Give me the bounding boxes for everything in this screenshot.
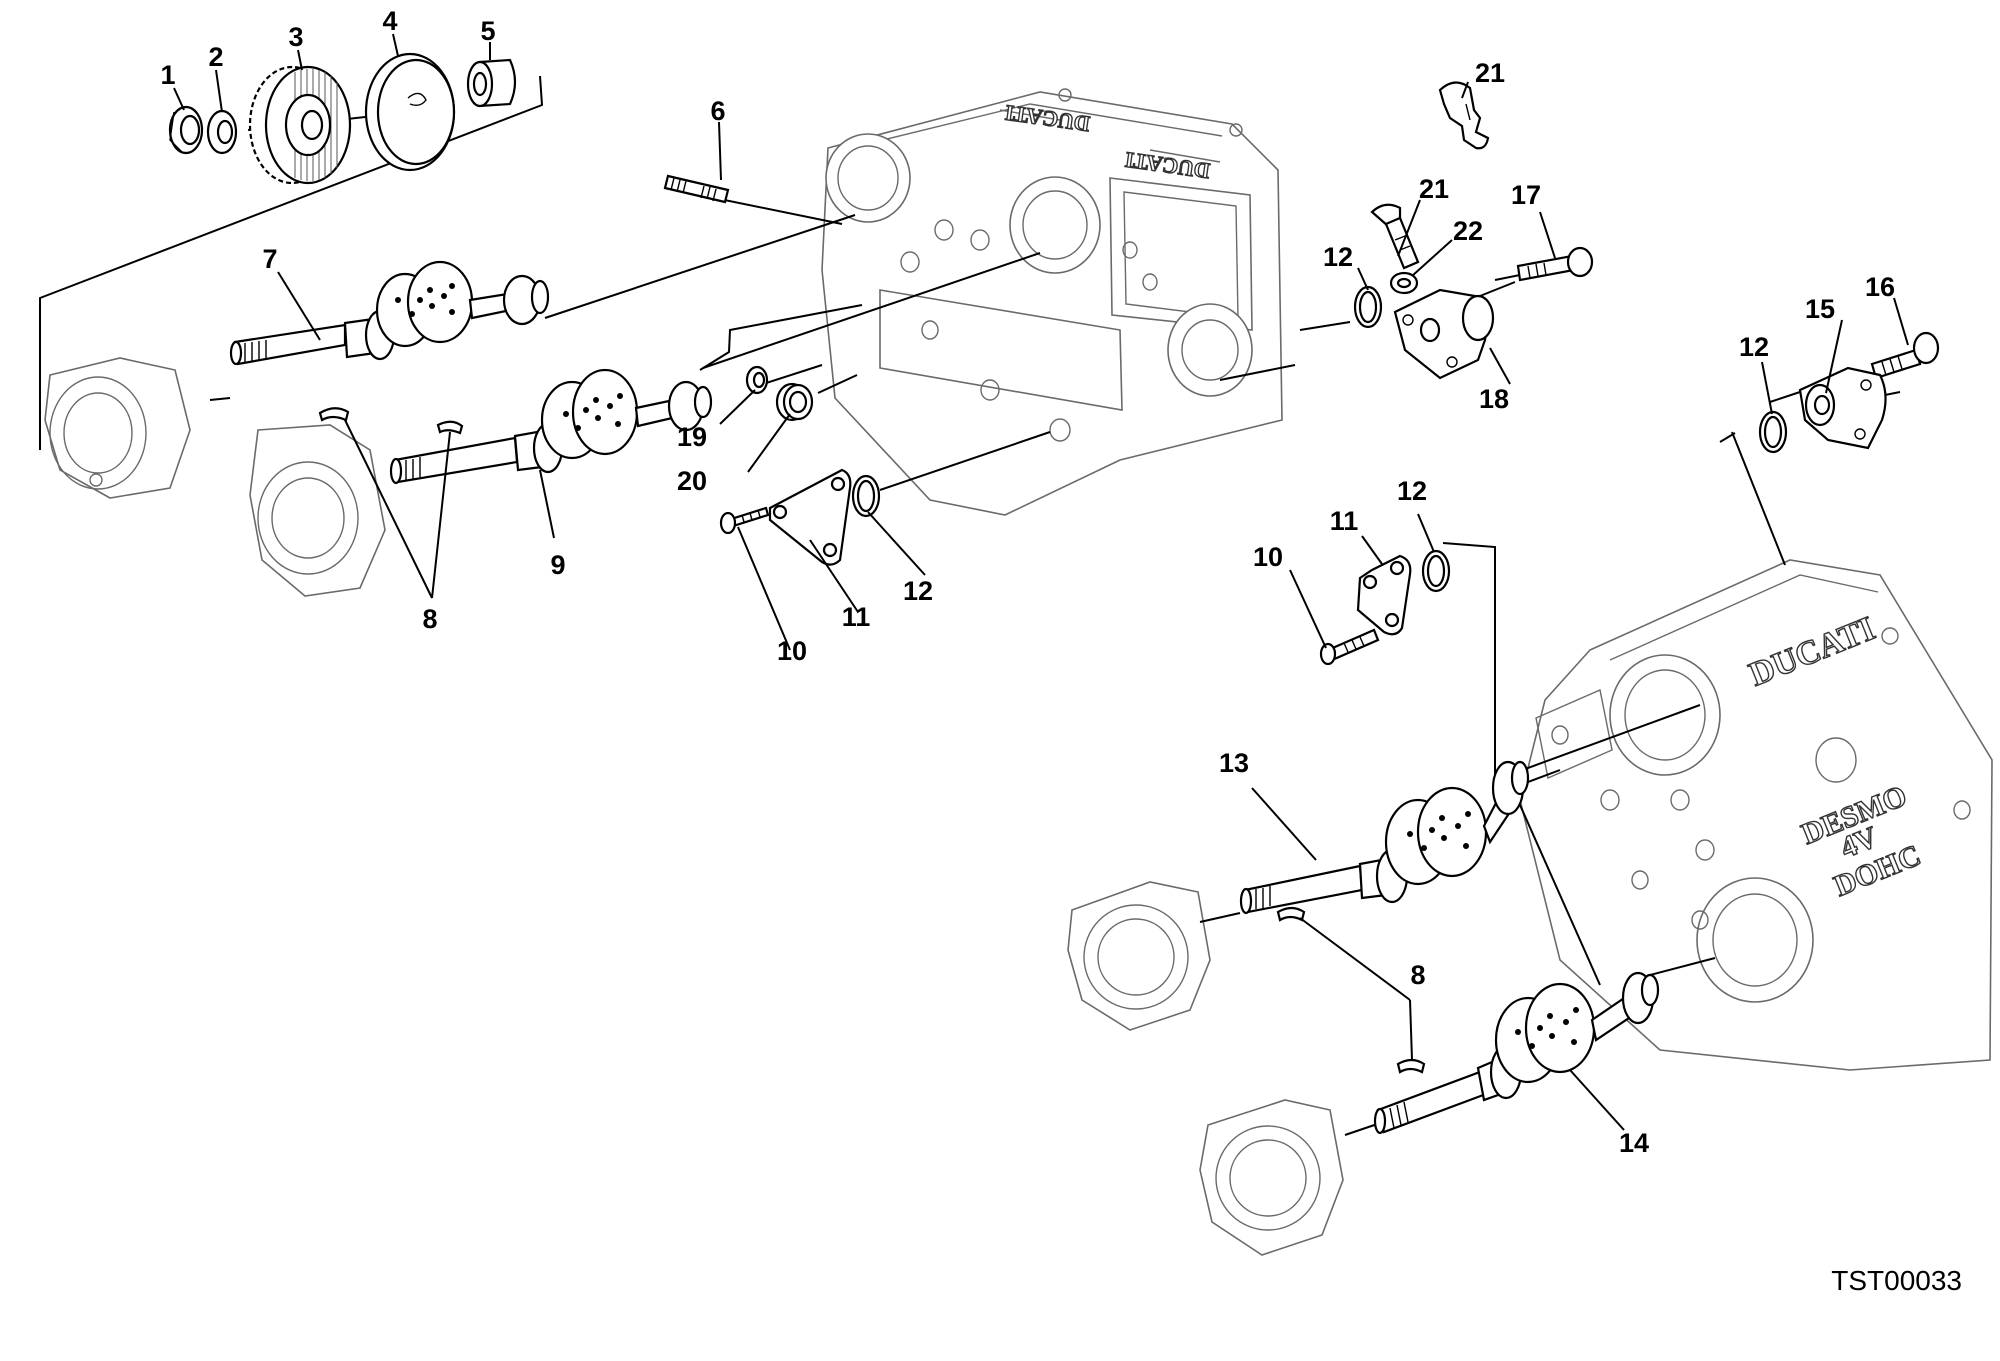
callout-12-right: 12: [1739, 332, 1769, 362]
callout-16: 16: [1865, 272, 1895, 302]
callout-20: 20: [677, 466, 707, 496]
pulley-gear-part-3: [248, 65, 352, 185]
callout-3: 3: [288, 22, 303, 52]
camshaft-part-13: [1239, 760, 1530, 915]
seal-part-19: [745, 365, 769, 395]
bearing-housing-1: [44, 357, 191, 499]
callout-19: 19: [677, 422, 707, 452]
callout-8-lower: 8: [1410, 960, 1425, 990]
callout-10-lower: 10: [1253, 542, 1283, 572]
nut-part-1: [168, 105, 204, 155]
callout-6: 6: [710, 96, 725, 126]
callout-21-top: 21: [1475, 58, 1505, 88]
callout-5: 5: [480, 16, 495, 46]
o-ring-part-12d: [1421, 549, 1451, 593]
callout-9: 9: [550, 550, 565, 580]
callout-1: 1: [160, 60, 175, 90]
callout-15: 15: [1805, 294, 1835, 324]
plate-part-11-lower: [1356, 554, 1412, 636]
bearing-housing-3: [1067, 881, 1211, 1031]
callout-22: 22: [1453, 216, 1483, 246]
o-ring-part-12c: [1758, 410, 1788, 454]
bolt-part-17: [1516, 246, 1594, 282]
stud-part-6: [663, 174, 730, 204]
callout-10-upper: 10: [777, 636, 807, 666]
callout-7: 7: [262, 244, 277, 274]
washer-part-22: [1389, 271, 1419, 295]
woodruff-key-8b: [436, 420, 464, 435]
camshaft-part-7: [229, 260, 550, 366]
drawing-code: TST00033: [1831, 1265, 1962, 1296]
tensioner-body-part-18: [1393, 288, 1495, 380]
callout-13: 13: [1219, 748, 1249, 778]
callout-14: 14: [1619, 1128, 1649, 1158]
callout-leaders: [173, 33, 1909, 1131]
callout-12-upper: 12: [903, 576, 933, 606]
camshaft-part-9: [389, 368, 713, 485]
camshaft-part-14: [1373, 971, 1660, 1135]
callout-21-mid: 21: [1419, 174, 1449, 204]
callout-17: 17: [1511, 180, 1541, 210]
callout-12-lower: 12: [1397, 476, 1427, 506]
washer-part-2: [206, 109, 238, 155]
callout-12-tensioner: 12: [1323, 242, 1353, 272]
bushing-part-20: [775, 382, 814, 422]
upper-cylinder-head: DUCATI DUCATI: [821, 88, 1283, 516]
callout-11-lower: 11: [1330, 506, 1359, 536]
bearing-housing-4: [1199, 1099, 1344, 1256]
bolt-part-16: [1870, 331, 1940, 380]
callout-2: 2: [208, 42, 223, 72]
bolt-part-21-mid: [1370, 203, 1420, 270]
callout-labels: 1 2 3 4 5 6 7 8 9 10 11 12 19 20 21 21 2…: [160, 6, 1895, 1158]
plate-part-11-upper: [768, 468, 852, 566]
callout-11-upper: 11: [842, 602, 871, 632]
o-ring-part-12a: [851, 474, 881, 518]
bearing-housing-2: [249, 424, 386, 597]
bushing-part-5: [466, 58, 517, 108]
bolt-part-21-top: [1438, 81, 1490, 150]
woodruff-key-8d: [1396, 1058, 1426, 1074]
screw-part-10-lower: [1319, 628, 1380, 666]
disc-part-4: [364, 52, 456, 172]
callout-4: 4: [382, 6, 397, 36]
lower-head-cover: DUCATI DESMO 4V DOHC: [1519, 559, 1993, 1071]
screw-part-10-upper: [719, 506, 770, 535]
callout-8-upper: 8: [422, 604, 437, 634]
tensioner-body-part-15: [1798, 366, 1887, 450]
woodruff-key-8a: [318, 407, 350, 422]
o-ring-part-12b: [1353, 285, 1383, 329]
callout-18: 18: [1479, 384, 1509, 414]
